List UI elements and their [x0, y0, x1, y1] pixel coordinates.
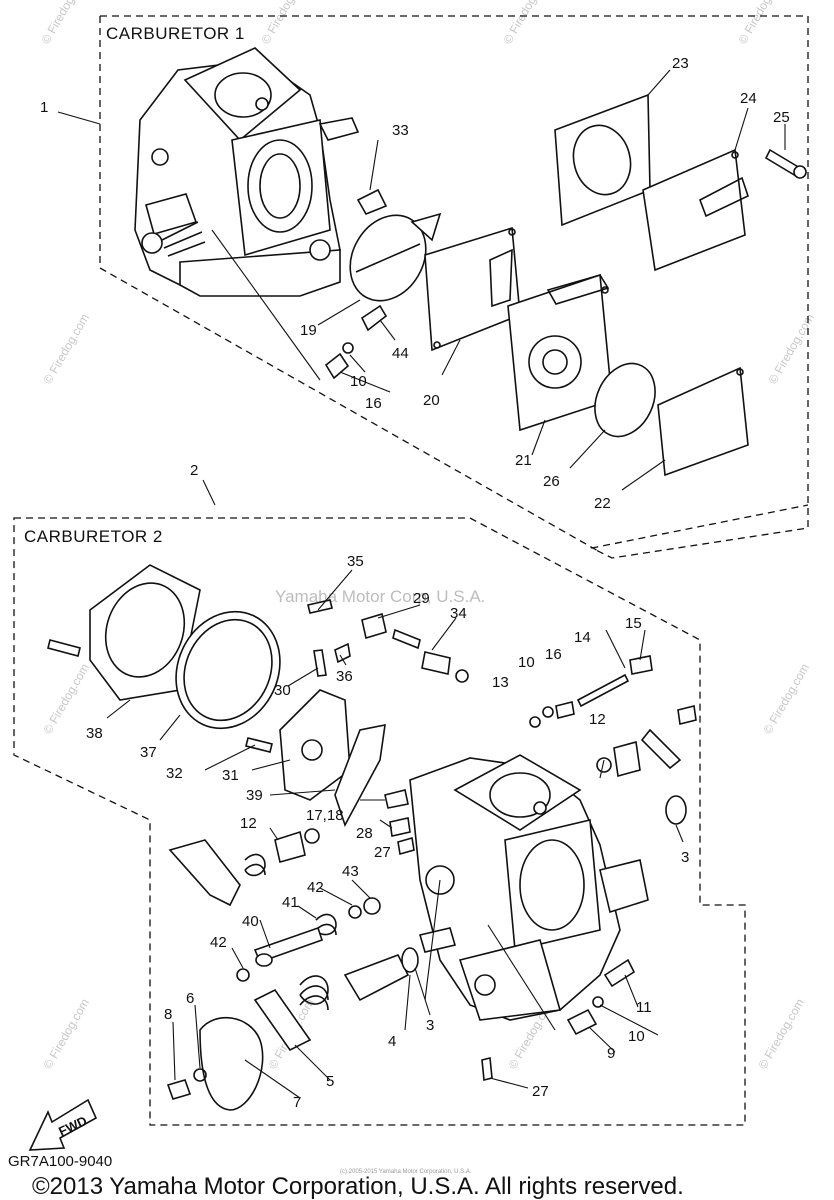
callout: 2	[190, 462, 198, 479]
watermark: © Firedog.com	[38, 0, 90, 47]
callout: 30	[274, 682, 291, 699]
callout: 14	[574, 629, 591, 646]
callout: 15	[625, 615, 642, 632]
callout: 44	[392, 345, 409, 362]
callout: 17,18	[306, 807, 344, 824]
callout: 27	[532, 1083, 549, 1100]
callout: 31	[222, 767, 239, 784]
callout: 24	[740, 90, 757, 107]
carburetor-2-parts	[47, 564, 697, 1111]
callout: 32	[166, 765, 183, 782]
watermark: © Firedog.com	[40, 311, 92, 386]
watermark: © Firedog.com	[755, 996, 807, 1071]
callouts: 1 33 23 24 25 19 44 10 16 20 21 26 22 2 …	[40, 55, 790, 1111]
callout: 37	[140, 744, 157, 761]
callout: 16	[365, 395, 382, 412]
carburetor-2-title: CARBURETOR 2	[24, 527, 163, 546]
callout: 10	[628, 1028, 645, 1045]
watermark: © Firedog.com	[765, 311, 817, 386]
copyright-notice: ©2013 Yamaha Motor Corporation, U.S.A. A…	[32, 1173, 684, 1200]
carburetor-2-frame: CARBURETOR 2	[13, 479, 746, 1126]
tiny-notice: (c) 2005-2015 Yamaha Motor Corporation, …	[340, 1169, 472, 1175]
callout: 9	[607, 1045, 615, 1062]
watermark: © Firedog.com	[40, 661, 92, 736]
callout: 1	[40, 99, 48, 116]
watermark: © Firedog.com	[760, 661, 812, 736]
fwd-arrow: FWD	[28, 1098, 98, 1151]
callout: 12	[240, 815, 257, 832]
callout: 19	[300, 322, 317, 339]
callout: 10	[350, 373, 367, 390]
callout: 41	[282, 894, 299, 911]
watermark: © Firedog.com	[735, 0, 787, 47]
callout: 16	[545, 646, 562, 663]
callout: 35	[347, 553, 364, 570]
callout: 6	[186, 990, 194, 1007]
callout: 5	[326, 1073, 334, 1090]
callout: 4	[388, 1033, 396, 1050]
callout: 26	[543, 473, 560, 490]
carburetor-1-title: CARBURETOR 1	[106, 24, 245, 43]
callout: 11	[636, 999, 652, 1016]
callout: 38	[86, 725, 103, 742]
callout: 42	[307, 879, 324, 896]
callout: 22	[594, 495, 611, 512]
carburetor-1-parts	[57, 69, 807, 491]
callout: 7	[293, 1094, 301, 1111]
callout: 39	[246, 787, 263, 804]
watermark: © Firedog.com	[40, 996, 92, 1071]
diagram-code: GR7A100-9040	[8, 1153, 112, 1170]
callout: 12	[589, 711, 606, 728]
callout: 8	[164, 1006, 172, 1023]
callout: 10	[518, 654, 535, 671]
callout: 33	[392, 122, 409, 139]
callout: 28	[356, 825, 373, 842]
callout: 13	[492, 674, 509, 691]
callout: 3	[681, 849, 689, 866]
callout: 34	[450, 605, 467, 622]
callout: 40	[242, 913, 259, 930]
watermark: © Firedog.com	[258, 0, 310, 47]
carburetor-2-body	[409, 754, 649, 1021]
callout: 42	[210, 934, 227, 951]
carburetor-1-frame: CARBURETOR 1	[99, 15, 809, 559]
callout: 36	[336, 668, 353, 685]
callout: 20	[423, 392, 440, 409]
watermark: © Firedog.com	[500, 0, 552, 47]
carburetor-1-body	[134, 47, 360, 297]
callout: 43	[342, 863, 359, 880]
callout: 29	[413, 590, 430, 607]
center-watermark: Yamaha Motor Corp, U.S.A.	[275, 587, 485, 606]
callout: 25	[773, 109, 790, 126]
callout: 23	[672, 55, 689, 72]
callout: 3	[426, 1017, 434, 1034]
callout: 27	[374, 844, 391, 861]
callout: 21	[515, 452, 532, 469]
